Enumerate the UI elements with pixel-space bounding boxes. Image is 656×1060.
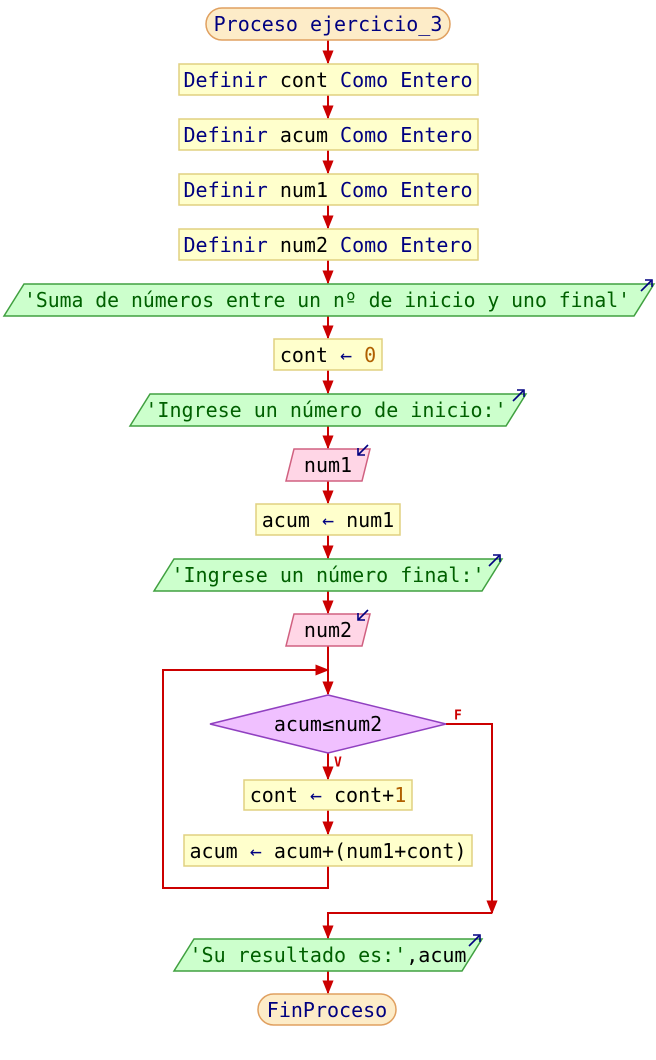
connectors (162, 40, 498, 995)
connector-exit-join (322, 912, 492, 940)
decl-acum: Definir acum Como Entero (178, 118, 479, 151)
output-prompt-start: 'Ingrese un número de inicio:' (128, 389, 528, 427)
input-num2-var: num2 (304, 618, 352, 642)
output-result-var: ,acum (406, 943, 466, 967)
loop-decision: acum≤num2 F V (209, 694, 462, 771)
assign-arrow: ← (310, 783, 322, 807)
output-prompt-end: 'Ingrese un número final:' (152, 554, 504, 592)
assign-number: 1 (394, 783, 406, 807)
input-num1: num1 (285, 444, 371, 482)
decl-type: Como Entero (340, 123, 472, 147)
decl-var: cont (280, 68, 328, 92)
assign-arrow: ← (340, 343, 352, 367)
decl-type: Como Entero (340, 178, 472, 202)
assign-target: cont (280, 343, 328, 367)
decision-condition: acum≤num2 (274, 712, 382, 736)
end-terminal: FinProceso (257, 993, 397, 1026)
decl-cont: Definir cont Como Entero (178, 63, 479, 96)
assign-target: acum (190, 839, 238, 863)
start-label: Proceso ejercicio_3 (214, 12, 443, 36)
input-num2: num2 (285, 609, 371, 647)
decl-var: num2 (280, 233, 328, 257)
assign-cont: cont ← 0 (273, 338, 383, 371)
assign-cont-increment: cont ← cont+1 (243, 779, 413, 811)
output-result-text: 'Su resultado es:' (190, 943, 407, 967)
decision-true-label: V (334, 756, 342, 771)
assign-value: 0 (364, 343, 376, 367)
output-intro-text: 'Suma de números entre un nº de inicio y… (24, 288, 630, 312)
svg-text:acum ← num1: acum ← num1 (262, 508, 394, 532)
output-intro: 'Suma de números entre un nº de inicio y… (2, 279, 656, 317)
decl-keyword: Definir (183, 233, 267, 257)
output-arrow-icon (468, 934, 481, 947)
decl-type: Como Entero (340, 233, 472, 257)
svg-text:Definir acum Como Entero: Definir acum Como Entero (183, 123, 472, 147)
input-arrow-icon (357, 444, 369, 456)
decl-keyword: Definir (183, 178, 267, 202)
input-arrow-icon (357, 609, 369, 621)
decl-num2: Definir num2 Como Entero (178, 228, 479, 261)
svg-text:'Su resultado es:',acum: 'Su resultado es:',acum (190, 943, 467, 967)
assign-expr: cont+ (334, 783, 394, 807)
svg-text:acum ← acum+(num1+cont): acum ← acum+(num1+cont) (190, 839, 467, 863)
assign-target: acum (262, 508, 310, 532)
output-arrow-icon (512, 389, 525, 402)
output-arrow-icon (488, 554, 501, 567)
output-prompt-start-text: 'Ingrese un número de inicio:' (145, 398, 506, 422)
svg-text:Definir num2 Como Entero: Definir num2 Como Entero (183, 233, 472, 257)
assign-arrow: ← (322, 508, 334, 532)
output-result: 'Su resultado es:',acum (172, 934, 484, 972)
svg-text:Definir num1 Como Entero: Definir num1 Como Entero (183, 178, 472, 202)
input-num1-var: num1 (304, 453, 352, 477)
svg-text:cont ← cont+1: cont ← cont+1 (250, 783, 407, 807)
assign-value: num1 (346, 508, 394, 532)
decl-keyword: Definir (183, 123, 267, 147)
output-prompt-end-text: 'Ingrese un número final:' (171, 563, 484, 587)
decl-keyword: Definir (183, 68, 267, 92)
decision-false-label: F (454, 709, 462, 724)
connector-loop-back (162, 664, 330, 889)
svg-text:cont ← 0: cont ← 0 (280, 343, 376, 367)
end-label: FinProceso (267, 998, 387, 1022)
decl-type: Como Entero (340, 68, 472, 92)
output-arrow-icon (640, 279, 653, 292)
assign-acum: acum ← num1 (255, 503, 401, 536)
start-terminal: Proceso ejercicio_3 (205, 7, 451, 41)
assign-acum-accumulate: acum ← acum+(num1+cont) (183, 834, 473, 867)
decl-var: acum (280, 123, 328, 147)
assign-expr: acum+(num1+cont) (274, 839, 467, 863)
decl-num1: Definir num1 Como Entero (178, 173, 479, 206)
svg-text:Definir cont Como Entero: Definir cont Como Entero (183, 68, 472, 92)
assign-arrow: ← (250, 839, 262, 863)
assign-target: cont (250, 783, 298, 807)
decl-var: num1 (280, 178, 328, 202)
connector-decision-false (446, 723, 498, 915)
